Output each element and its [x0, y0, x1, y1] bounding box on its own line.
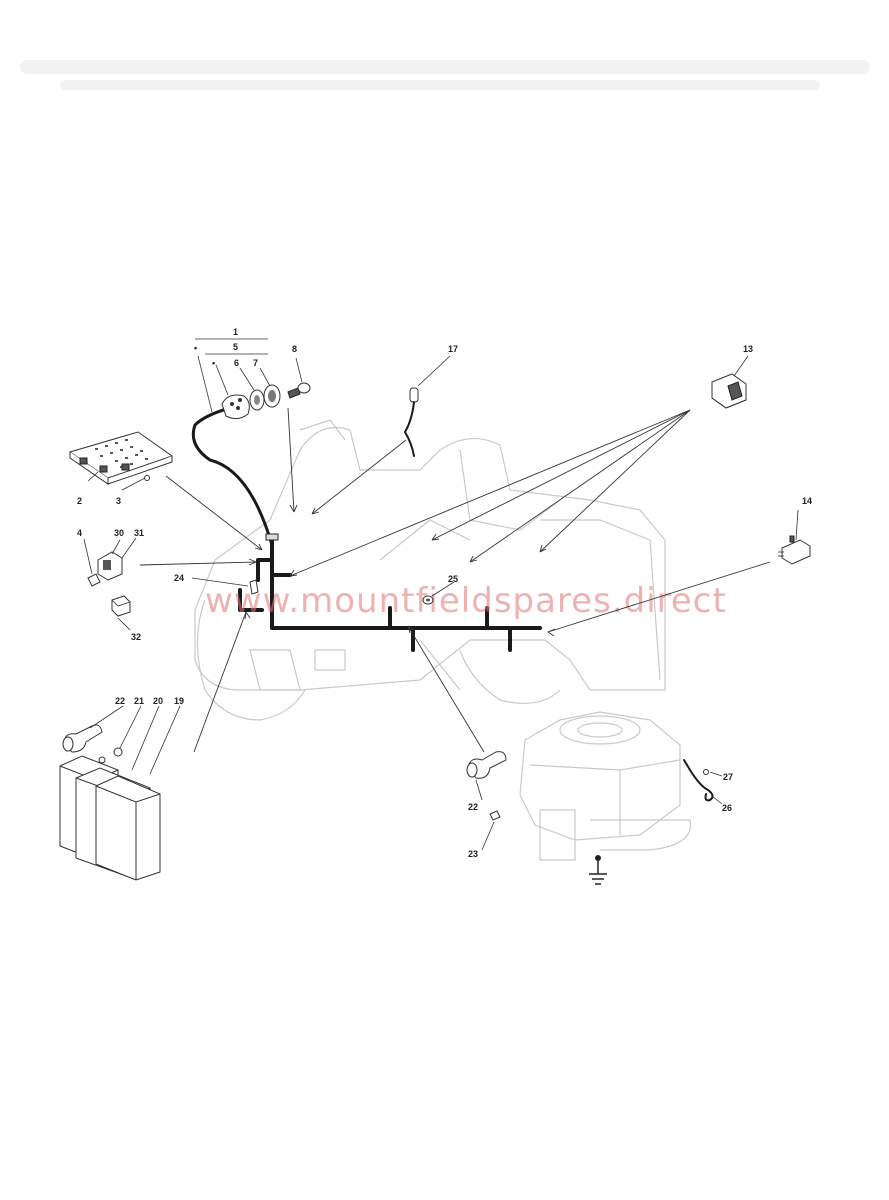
callout-13: 13: [743, 344, 753, 354]
nut-icon: [489, 810, 501, 821]
ignition-switch-icon: [195, 338, 281, 420]
fuse-holder-icon: [87, 551, 123, 587]
terminal-cover-icon: [466, 751, 507, 779]
callout-30: 30: [114, 528, 124, 538]
callout-8: 8: [292, 344, 297, 354]
callout-14: 14: [802, 496, 812, 506]
callout-27: 27: [723, 772, 733, 782]
callout-2: 2: [77, 496, 82, 506]
callout-3: 3: [116, 496, 121, 506]
engine-outline-icon: [519, 711, 692, 861]
kit-marker: •: [194, 343, 197, 353]
tractor-outline-icon: [194, 419, 666, 721]
callout-31: 31: [134, 528, 144, 538]
callout-labels: 1 5 6 7 8 2 3 4 30 31 32 24 17 13 14 25 …: [77, 327, 812, 859]
battery-icon: [59, 755, 161, 881]
callout-26: 26: [722, 803, 732, 813]
callout-20: 20: [153, 696, 163, 706]
wiring-harness: [191, 406, 542, 652]
rocker-switch-icon: [711, 373, 747, 409]
battery-bolt-icon: [98, 747, 123, 764]
control-panel-board: [68, 431, 174, 485]
grommet-icon: [422, 595, 434, 605]
callout-22-battery: 22: [115, 696, 125, 706]
watermark: www.mountfieldspares.direct: [205, 581, 727, 621]
callout-23: 23: [468, 849, 478, 859]
callout-24: 24: [174, 573, 184, 583]
clip-icon: [249, 579, 259, 595]
callout-4: 4: [77, 528, 82, 538]
spring-clip-icon: [683, 759, 714, 802]
kit-marker: •: [212, 358, 215, 368]
callout-6: 6: [234, 358, 239, 368]
callout-5: 5: [233, 342, 238, 352]
battery-terminal-cover-icon: [62, 724, 103, 753]
callout-17: 17: [448, 344, 458, 354]
ground-symbol-icon: [589, 855, 607, 885]
key-icon: [287, 382, 311, 399]
callout-25: 25: [448, 574, 458, 584]
screw-icon: [144, 475, 150, 481]
sensor-icon: [404, 387, 419, 457]
callout-7: 7: [253, 358, 258, 368]
microswitch-icon: [778, 535, 811, 565]
callout-32: 32: [131, 632, 141, 642]
blurred-header: [20, 60, 870, 90]
callout-19: 19: [174, 696, 184, 706]
relay-icon: [111, 595, 131, 617]
pointer-arrows: [139, 407, 771, 753]
callout-21: 21: [134, 696, 144, 706]
callout-22-lower: 22: [468, 802, 478, 812]
leader-lines: [83, 355, 799, 851]
callout-1: 1: [233, 327, 238, 337]
